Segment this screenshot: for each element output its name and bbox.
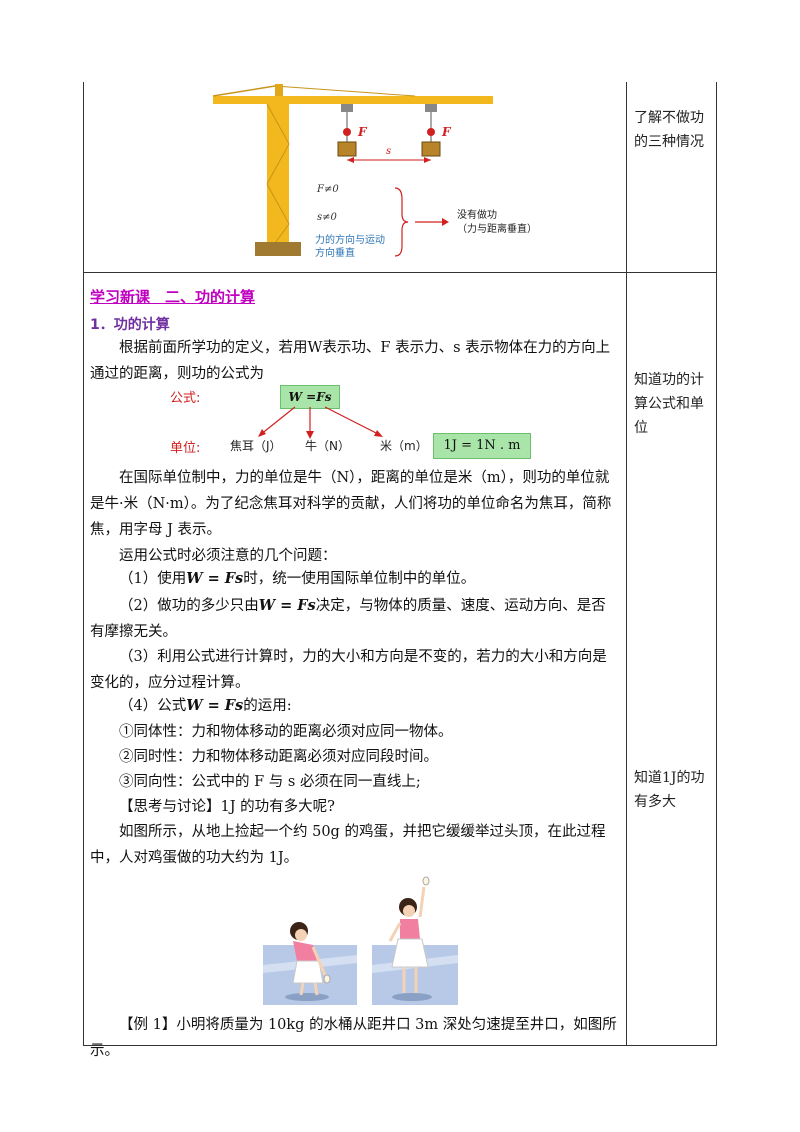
unit-newton: 牛（N） bbox=[305, 439, 350, 453]
sub-point-2: ②同时性：力和物体移动距离必须对应同段时间。 bbox=[119, 749, 438, 765]
note-4-formula: W = Fs bbox=[186, 697, 244, 714]
result-label-1: 没有做功 bbox=[457, 208, 497, 221]
load-left bbox=[337, 104, 357, 157]
side-note-not-work: 了解不做功的三种情况 bbox=[634, 110, 704, 150]
unit-label: 单位: bbox=[170, 441, 201, 456]
note-4-post: 的运用: bbox=[243, 698, 292, 714]
egg-paragraph: 如图所示，从地上捡起一个约 50g 的鸡蛋，并把它缓缓举过头顶，在此过程中，人对… bbox=[90, 824, 606, 866]
force-label-right: F bbox=[441, 125, 452, 139]
crane-mast bbox=[255, 103, 301, 256]
unit-meter: 米（m） bbox=[380, 439, 428, 453]
think-discuss: 【思考与讨论】1J 的功有多大呢? bbox=[119, 799, 335, 815]
subheading: 1．功的计算 bbox=[90, 317, 170, 333]
note-3: （3）利用公式进行计算时，力的大小和方向是不变的，若力的大小和方向是变化的，应分… bbox=[90, 649, 607, 691]
units-paragraph: 在国际单位制中，力的单位是牛（N），距离的单位是米（m），则功的单位就是牛·米（… bbox=[90, 470, 612, 538]
lesson-table bbox=[83, 82, 717, 1046]
girl-lifting-egg-illustration bbox=[372, 876, 458, 1005]
note-1-pre: （1）使用 bbox=[119, 571, 187, 587]
section-heading-wrap: 学习新课 二、功的计算 bbox=[90, 286, 618, 307]
note-4: （4）公式W = Fs的运用: bbox=[90, 693, 618, 719]
table-row-divider bbox=[83, 272, 717, 273]
unit-relation-box: 1J = 1N . m bbox=[433, 433, 531, 459]
note-1-post: 时，统一使用国际单位制中的单位。 bbox=[243, 571, 476, 587]
crane-figure: F F s F≠0 s≠0 力的方向与运动 方向垂直 没有做功 （力与距离垂直） bbox=[212, 84, 537, 259]
note-4-pre: （4）公式 bbox=[119, 698, 187, 714]
subheading-wrap: 1．功的计算 bbox=[90, 314, 618, 334]
result-label-2: （力与距离垂直） bbox=[457, 222, 537, 235]
note-2: （2）做功的多少只由W = Fs决定，与物体的质量、速度、运动方向、是否有摩擦无… bbox=[90, 593, 618, 645]
distance-label: s bbox=[386, 146, 391, 157]
table-border-left bbox=[83, 82, 84, 1046]
condition-brace bbox=[394, 187, 409, 257]
note-2-formula: W = Fs bbox=[258, 597, 316, 614]
force-label-left: F bbox=[357, 125, 368, 139]
note-2-pre: （2）做功的多少只由 bbox=[119, 598, 259, 614]
condition-distance: s≠0 bbox=[317, 212, 338, 223]
girl-picking-egg-illustration bbox=[263, 922, 357, 1005]
formula-arrows bbox=[258, 406, 383, 439]
sub-point-3: ③同向性：公式中的 F 与 s 必须在同一直线上; bbox=[119, 774, 421, 790]
note-1: （1）使用W = Fs时，统一使用国际单位制中的单位。 bbox=[90, 566, 618, 592]
condition-force: F≠0 bbox=[316, 184, 339, 195]
load-right bbox=[421, 104, 441, 157]
section-heading: 学习新课 二、功的计算 bbox=[90, 288, 256, 306]
distance-arrow bbox=[347, 157, 431, 163]
formula-box: W =Fs bbox=[280, 385, 340, 409]
notes-title: 运用公式时必须注意的几个问题： bbox=[119, 548, 337, 564]
crane-jib bbox=[212, 84, 493, 104]
result-arrow bbox=[415, 218, 449, 226]
side-note-formula: 知道功的计算公式和单位 bbox=[634, 372, 704, 436]
formula-diagram: 公式: W =Fs 单位: 焦耳（J） 牛（N） 米（m） 1J = 1N . … bbox=[170, 385, 550, 460]
table-border-middle bbox=[626, 82, 627, 1046]
condition-perpendicular-2: 方向垂直 bbox=[315, 246, 355, 259]
unit-joule: 焦耳（J） bbox=[230, 439, 282, 453]
condition-perpendicular-1: 力的方向与运动 bbox=[315, 233, 385, 246]
table-border-bottom bbox=[83, 1045, 717, 1046]
sub-point-1: ①同体性：力和物体移动的距离必须对应同一物体。 bbox=[119, 724, 453, 740]
intro-paragraph: 根据前面所学功的定义，若用W表示功、F 表示力、s 表示物体在力的方向上通过的距… bbox=[90, 340, 611, 382]
table-border-right bbox=[716, 82, 717, 1046]
note-2-post: 决定，与物体的质量、速度、运动方向、是否有摩擦无关。 bbox=[90, 598, 606, 640]
note-1-formula: W = Fs bbox=[186, 570, 244, 587]
side-note-1j: 知道1J的功有多大 bbox=[634, 770, 705, 810]
formula-label: 公式: bbox=[170, 391, 201, 406]
example-1: 【例 1】小明将质量为 10kg 的水桶从距井口 3m 深处匀速提至井口，如图所… bbox=[90, 1017, 617, 1059]
